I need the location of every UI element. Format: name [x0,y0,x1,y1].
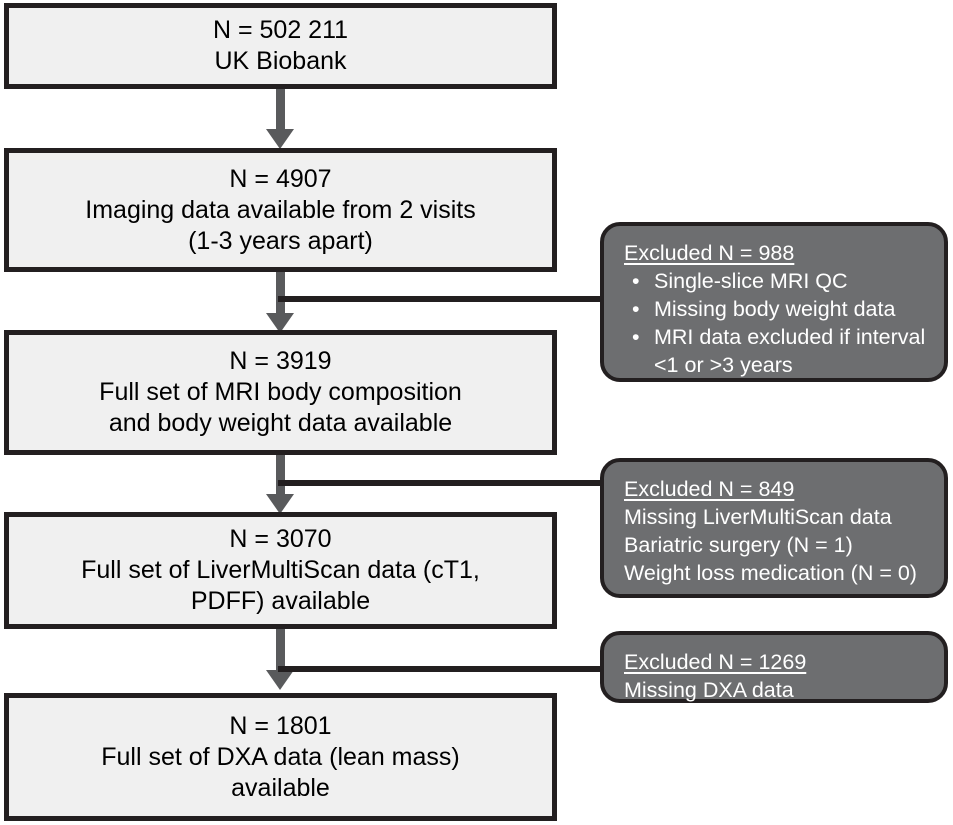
exclusion-box-2-item-1: Missing LiverMultiScan data [624,504,892,529]
cohort-box-4: N = 3070 Full set of LiverMultiScan data… [4,512,557,629]
connector-arrow-4-head [266,670,294,690]
exclusion-box-3-item-1: Missing DXA data [624,677,794,702]
connector-arrow-2-stem [276,272,285,318]
cohort-box-3: N = 3919 Full set of MRI body compositio… [4,330,557,455]
cohort-box-4-line-2: Full set of LiverMultiScan data (cT1, [81,556,480,584]
connector-arrow-1-stem [276,89,285,134]
exclusion-box-1-item-1-text: Single-slice MRI QC [654,268,848,293]
cohort-box-2-line-1: N = 4907 [229,164,332,193]
exclusion-box-1: Excluded N = 988 Single-slice MRI QC Mis… [600,222,948,382]
exclusion-box-1-item-2: Missing body weight data [624,296,928,324]
exclusion-box-2-item-2: Bariatric surgery (N = 1) [624,532,853,557]
cohort-box-2-line-3: (1-3 years apart) [188,226,373,255]
cohort-box-1-line-1: N = 502 211 [212,16,349,44]
cohort-box-2-line-2: Imaging data available from 2 visits [85,195,476,224]
exclusion-box-2: Excluded N = 849 Missing LiverMultiScan … [600,458,948,598]
connector-arrow-4-stem [276,629,285,675]
cohort-box-5: N = 1801 Full set of DXA data (lean mass… [4,693,557,821]
cohort-box-3-line-3: and body weight data available [108,409,453,437]
exclusion-box-1-item-3: MRI data excluded if interval <1 or >3 y… [624,324,928,380]
cohort-box-3-line-2: Full set of MRI body composition [99,378,462,406]
cohort-box-4-line-1: N = 3070 [229,525,332,553]
exclusion-box-3: Excluded N = 1269 Missing DXA data [600,631,948,703]
cohort-box-3-line-1: N = 3919 [229,347,332,375]
connector-branch-to-exclusion-1 [278,296,610,302]
exclusion-box-1-list: Single-slice MRI QC Missing body weight … [624,268,928,380]
cohort-box-1-line-2: UK Biobank [214,47,347,75]
connector-arrow-2-head [266,313,294,333]
exclusion-box-3-title: Excluded N = 1269 [624,650,807,674]
cohort-box-5-line-1: N = 1801 [229,711,332,740]
connector-arrow-3-head [266,494,294,514]
connector-arrow-1-head [266,129,294,149]
exclusion-box-2-title: Excluded N = 849 [624,477,795,501]
cohort-box-5-line-3: available [231,773,330,802]
exclusion-box-1-item-3-text: MRI data excluded if interval [654,324,926,349]
connector-branch-to-exclusion-2 [278,480,610,486]
connector-arrow-3-stem [276,455,285,499]
cohort-box-2: N = 4907 Imaging data available from 2 v… [4,148,557,272]
cohort-box-5-line-2: Full set of DXA data (lean mass) [101,742,460,771]
exclusion-box-1-item-3-continuation: <1 or >3 years [654,352,793,377]
exclusion-box-1-title: Excluded N = 988 [624,241,795,265]
exclusion-box-1-item-1: Single-slice MRI QC [624,268,928,296]
connector-branch-to-exclusion-3 [278,666,610,672]
exclusion-box-2-item-3: Weight loss medication (N = 0) [624,560,917,585]
cohort-box-1: N = 502 211 UK Biobank [4,3,557,89]
cohort-box-4-line-3: PDFF) available [190,587,371,615]
exclusion-box-1-item-2-text: Missing body weight data [654,296,896,321]
